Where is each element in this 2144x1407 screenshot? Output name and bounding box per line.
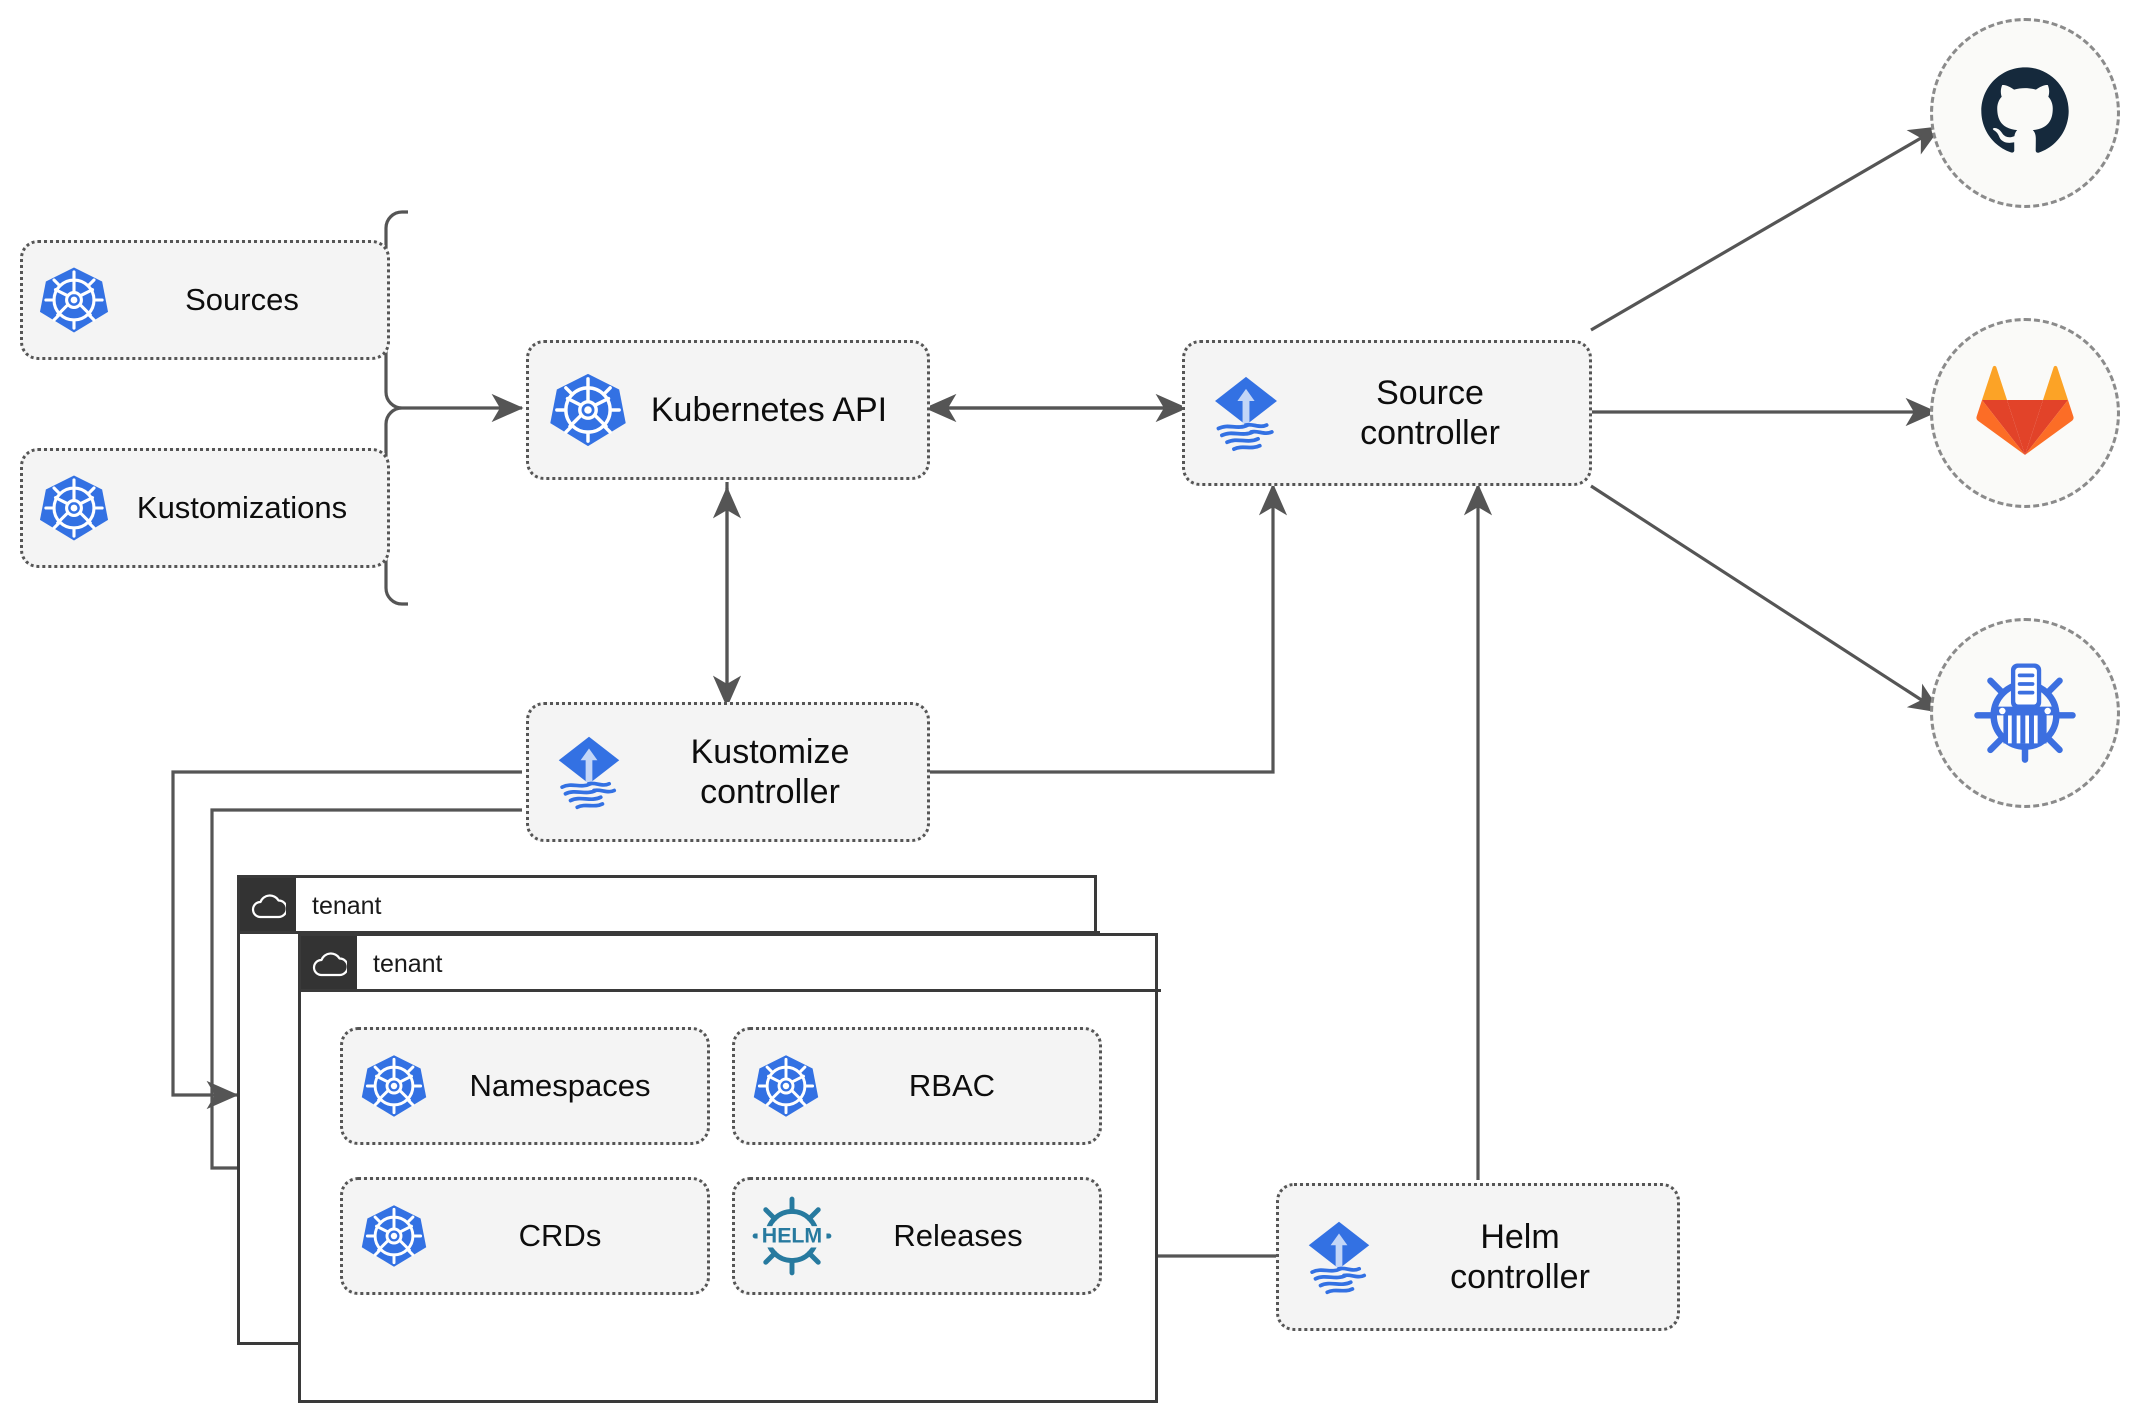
endpoint-gitlab[interactable]: [1930, 318, 2120, 508]
helm-icon: HELM: [751, 1195, 833, 1277]
endpoint-github[interactable]: [1930, 18, 2120, 208]
tenant-outer-label: tenant: [312, 891, 382, 920]
kubernetes-icon: [359, 1051, 429, 1121]
node-kubernetes-api[interactable]: Kubernetes API: [526, 340, 930, 480]
wire-kustomizectrl-to-tenant-outer: [171, 770, 522, 1110]
node-kustomizations[interactable]: Kustomizations: [20, 448, 390, 568]
wire-sourcectrl-to-github: [1590, 125, 1942, 332]
node-crds[interactable]: CRDs: [340, 1177, 710, 1295]
node-crds-label: CRDs: [518, 1217, 602, 1253]
kubernetes-icon: [37, 263, 111, 337]
tenant-inner-tab: tenant: [301, 936, 443, 992]
node-releases[interactable]: HELM Releases: [732, 1177, 1102, 1295]
flux-icon: [1203, 370, 1289, 456]
kubernetes-icon: [547, 369, 629, 451]
oci-registry-icon: [1971, 657, 2079, 770]
endpoint-oci-registry[interactable]: [1930, 618, 2120, 808]
node-helm-controller-label: Helm controller: [1450, 1217, 1590, 1296]
node-kustomize-controller[interactable]: Kustomize controller: [526, 702, 930, 842]
tenant-outer-tab: tenant: [240, 878, 382, 934]
node-kubernetes-api-label: Kubernetes API: [650, 390, 888, 429]
kubernetes-icon: [359, 1201, 429, 1271]
node-source-controller-label: Source controller: [1360, 373, 1500, 452]
node-sources-label: Sources: [185, 281, 299, 317]
node-namespaces-label: Namespaces: [469, 1067, 651, 1103]
node-kustomize-controller-label: Kustomize controller: [690, 732, 850, 811]
tenant-inner-label: tenant: [373, 949, 443, 978]
node-helm-controller[interactable]: Helm controller: [1276, 1183, 1680, 1331]
wire-kustomizectrl-to-sourcectrl: [930, 483, 1288, 774]
github-icon: [1973, 59, 2077, 168]
flux-icon: [1297, 1215, 1381, 1299]
node-kustomizations-label: Kustomizations: [136, 489, 348, 525]
gitlab-icon: [1975, 363, 2075, 464]
tenant-container-inner[interactable]: tenant: [298, 933, 1161, 1403]
cloud-icon: [240, 878, 296, 934]
node-rbac-label: RBAC: [908, 1067, 996, 1103]
node-releases-label: Releases: [893, 1217, 1023, 1253]
node-source-controller[interactable]: Source controller: [1182, 340, 1592, 486]
node-sources[interactable]: Sources: [20, 240, 390, 360]
node-namespaces[interactable]: Namespaces: [340, 1027, 710, 1145]
node-rbac[interactable]: RBAC: [732, 1027, 1102, 1145]
wire-sourcectrl-to-oci: [1590, 484, 1942, 714]
kubernetes-icon: [751, 1051, 821, 1121]
kubernetes-icon: [37, 471, 111, 545]
cloud-icon: [301, 936, 357, 992]
flux-icon: [547, 730, 631, 814]
helm-wordmark: HELM: [762, 1224, 822, 1248]
